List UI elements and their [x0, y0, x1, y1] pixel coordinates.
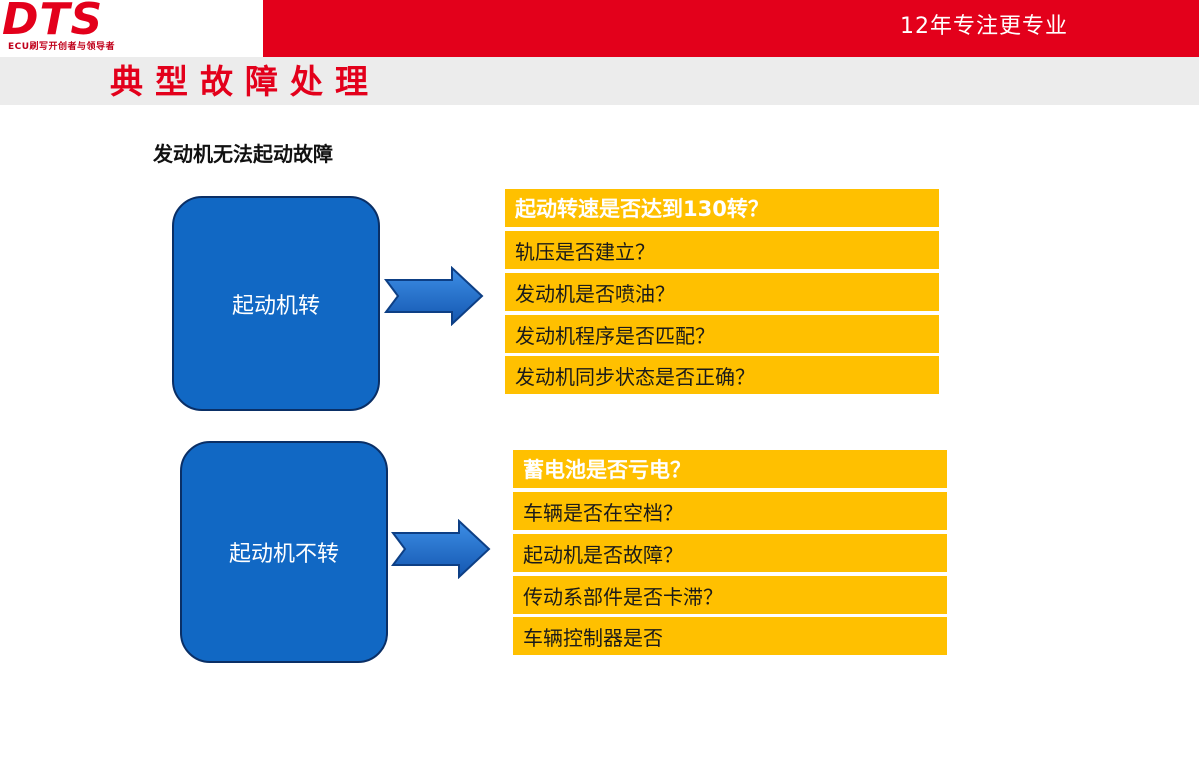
- logo-tagline: ECU刷写开创者与领导者: [8, 42, 116, 52]
- starter-turns-box: 起动机转: [172, 196, 380, 411]
- section-title: 发动机无法起动故障: [153, 142, 333, 166]
- starter-not-turning-label: 起动机不转: [228, 542, 339, 567]
- list-item: 车辆控制器是否: [513, 617, 947, 655]
- list-item: 轨压是否建立？: [505, 231, 939, 269]
- list-item: 发动机是否喷油？: [505, 273, 939, 311]
- list-item: 车辆是否在空档？: [513, 492, 947, 530]
- list-item: 传动系部件是否卡滞？: [513, 576, 947, 614]
- starter-not-turning-box: 起动机不转: [180, 441, 388, 663]
- header: DTS ECU刷写开创者与领导者 12年专注更专业: [0, 0, 1199, 57]
- header-slogan: 12年专注更专业: [900, 14, 1068, 39]
- list-item: 发动机同步状态是否正确？: [505, 356, 939, 394]
- starter-turns-label: 起动机转: [231, 293, 320, 319]
- title-band: [0, 57, 1199, 105]
- arrow-right-icon: [384, 266, 484, 326]
- list-item: 起动机是否故障？: [513, 534, 947, 572]
- list-item: 起动转速是否达到130转？: [505, 189, 939, 227]
- page-title: 典型故障处理: [110, 62, 380, 101]
- header-red-bar: [263, 0, 1199, 57]
- group2-checklist: 蓄电池是否亏电？ 车辆是否在空档？ 起动机是否故障？ 传动系部件是否卡滞？ 车辆…: [513, 450, 947, 656]
- dts-logo: DTS: [2, 0, 104, 45]
- group1-checklist: 起动转速是否达到130转？ 轨压是否建立？ 发动机是否喷油？ 发动机程序是否匹配…: [505, 189, 939, 395]
- list-item: 发动机程序是否匹配？: [505, 315, 939, 353]
- arrow-right-icon: [391, 519, 491, 579]
- list-item: 蓄电池是否亏电？: [513, 450, 947, 488]
- logo-area: [0, 0, 263, 57]
